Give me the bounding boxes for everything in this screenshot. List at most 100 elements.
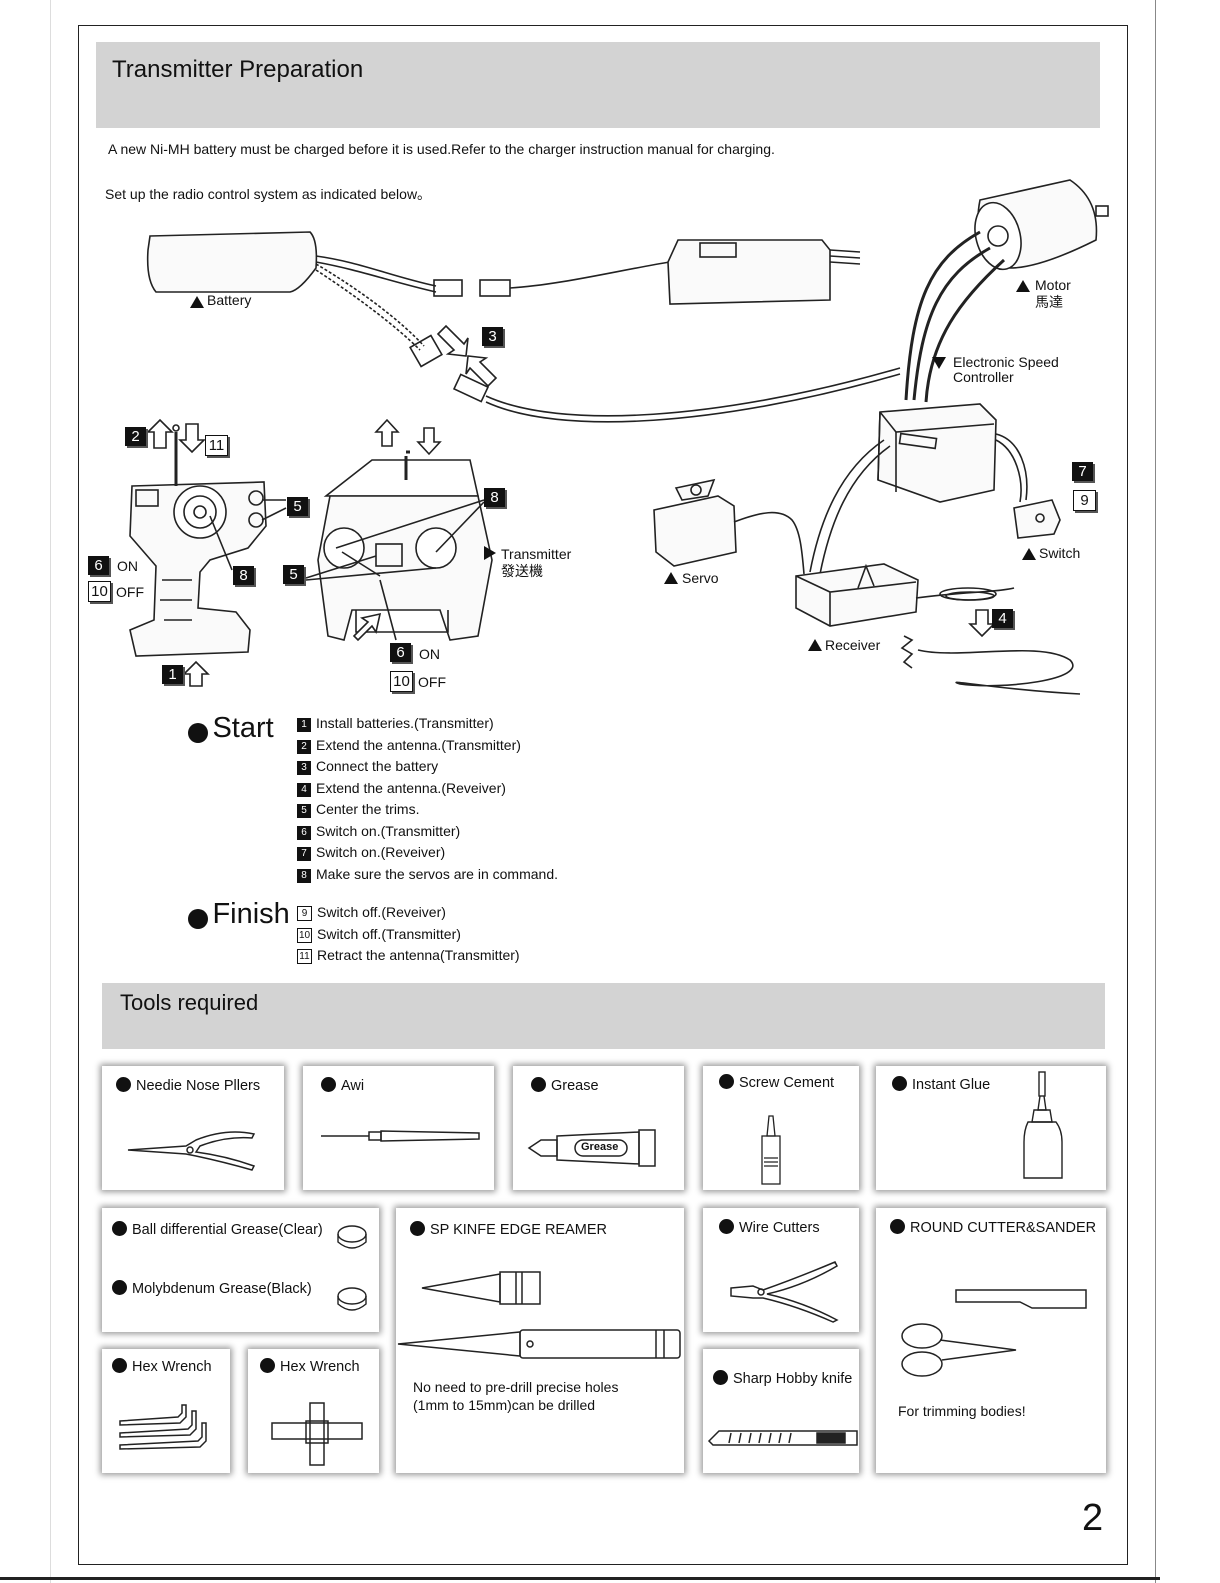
page-edge-right bbox=[1155, 0, 1156, 1583]
tool-label: Instant Glue bbox=[912, 1077, 991, 1093]
page-frame bbox=[78, 25, 1128, 1565]
awl-icon bbox=[321, 1130, 480, 1142]
bullet-icon bbox=[116, 1077, 131, 1092]
reamer-note-line2: (1mm to 15mm)can be drilled bbox=[413, 1397, 596, 1413]
tool-label: Wire Cutters bbox=[739, 1220, 820, 1236]
marker-10-center: 10 bbox=[390, 671, 413, 692]
setup-text: Set up the radio control system as indic… bbox=[105, 186, 432, 202]
grease-tube-icon bbox=[527, 1129, 656, 1167]
label-on-left: ON bbox=[117, 558, 138, 574]
reamer-note-line1: No need to pre-drill precise holes bbox=[413, 1379, 619, 1395]
tool-label: Sharp Hobby knife bbox=[733, 1371, 853, 1387]
bullet-icon bbox=[321, 1077, 336, 1092]
bullet-icon bbox=[112, 1221, 127, 1236]
tool-card-instant-glue: Instant Glue bbox=[876, 1066, 1106, 1190]
bullet-icon bbox=[112, 1358, 127, 1373]
page-edge-left bbox=[50, 0, 51, 1583]
trimming-note: For trimming bodies! bbox=[898, 1403, 1026, 1419]
bullet-icon bbox=[260, 1358, 275, 1373]
label-motor: Motor bbox=[1035, 277, 1071, 293]
bullet-icon bbox=[112, 1280, 127, 1295]
label-esc-line1: Electronic Speed bbox=[953, 354, 1059, 370]
stick-transmitter-drawing bbox=[317, 450, 493, 641]
marker-5-left: 5 bbox=[287, 497, 308, 516]
page-title: Transmitter Preparation bbox=[112, 56, 364, 83]
bullet-icon bbox=[410, 1221, 425, 1236]
hobby-knife-icon bbox=[707, 1430, 858, 1446]
tool-card-hobby-knife: Sharp Hobby knife bbox=[703, 1349, 859, 1473]
motor-drawing bbox=[974, 179, 1109, 271]
label-transmitter: Transmitter bbox=[501, 546, 572, 562]
tool-label: Ball differential Grease(Clear) bbox=[132, 1222, 323, 1238]
reamer-icon bbox=[397, 1271, 681, 1359]
hex-wrench-icon bbox=[119, 1404, 207, 1450]
tools-banner bbox=[102, 983, 1105, 1049]
cross-wrench-icon bbox=[271, 1402, 363, 1466]
tool-label: SP KINFE EDGE REAMER bbox=[430, 1222, 607, 1238]
bullet-icon bbox=[188, 908, 208, 929]
scissors-icon bbox=[901, 1289, 1087, 1377]
title-banner bbox=[96, 42, 1100, 128]
marker-8-left: 8 bbox=[233, 566, 254, 585]
tool-label: Grease bbox=[551, 1078, 599, 1094]
switch-drawing bbox=[1013, 499, 1061, 539]
label-switch: Switch bbox=[1039, 545, 1081, 561]
label-off-center: OFF bbox=[418, 674, 446, 690]
page-number: 2 bbox=[1082, 1497, 1104, 1539]
label-transmitter-cn: 發送機 bbox=[501, 563, 543, 579]
bullet-icon bbox=[890, 1219, 905, 1234]
charger-box bbox=[667, 239, 831, 305]
tool-card-grease: Grease Grease bbox=[513, 1066, 684, 1190]
finish-heading: Finish bbox=[188, 898, 290, 931]
intro-text: A new Ni-MH battery must be charged befo… bbox=[108, 141, 775, 157]
wiring-diagram bbox=[129, 179, 1109, 695]
start-heading: Start bbox=[188, 712, 274, 745]
bullet-icon bbox=[188, 722, 208, 743]
tools-title: Tools required bbox=[120, 990, 259, 1015]
bullet-icon bbox=[719, 1074, 734, 1089]
bullet-icon bbox=[713, 1370, 728, 1385]
label-motor-cn: 馬達 bbox=[1035, 294, 1063, 310]
marker-8-center: 8 bbox=[484, 488, 505, 507]
marker-1: 1 bbox=[162, 665, 183, 684]
tool-card-needle-nose: Needie Nose Pllers bbox=[102, 1066, 284, 1190]
tool-card-hex-wrench-1: Hex Wrench bbox=[102, 1349, 230, 1473]
marker-5-center: 5 bbox=[283, 565, 304, 584]
battery-pack bbox=[146, 231, 318, 293]
marker-9: 9 bbox=[1073, 490, 1096, 511]
start-label: Start bbox=[212, 712, 274, 744]
bullet-icon bbox=[531, 1077, 546, 1092]
tool-label: Hex Wrench bbox=[132, 1359, 212, 1375]
glue-bottle-icon bbox=[1023, 1071, 1063, 1179]
wire-cutters-icon bbox=[730, 1261, 839, 1323]
tool-label: Needie Nose Pllers bbox=[136, 1078, 261, 1094]
tool-card-grease-pots: Ball differential Grease(Clear) Molybden… bbox=[102, 1208, 379, 1332]
label-receiver: Receiver bbox=[825, 637, 881, 653]
pistol-transmitter-drawing bbox=[129, 424, 267, 657]
bullet-icon bbox=[892, 1076, 907, 1091]
tool-card-reamer: SP KINFE EDGE REAMER No need to pre-dril… bbox=[396, 1208, 684, 1473]
marker-10-left: 10 bbox=[88, 581, 111, 602]
servo-drawing bbox=[653, 478, 737, 567]
tool-label: ROUND CUTTER&SANDER bbox=[910, 1220, 1097, 1236]
pliers-icon bbox=[127, 1131, 256, 1171]
marker-6-left: 6 bbox=[88, 556, 109, 575]
marker-6-center: 6 bbox=[390, 643, 411, 662]
tool-label: Screw Cement bbox=[739, 1075, 835, 1091]
tool-card-round-cutter: ROUND CUTTER&SANDER For trimming bodies! bbox=[876, 1208, 1106, 1473]
receiver-drawing bbox=[795, 563, 919, 627]
tool-label: Molybdenum Grease(Black) bbox=[132, 1281, 312, 1297]
label-off-left: OFF bbox=[116, 584, 144, 600]
grease-tube-label: Grease bbox=[581, 1141, 619, 1153]
marker-4: 4 bbox=[992, 609, 1013, 628]
